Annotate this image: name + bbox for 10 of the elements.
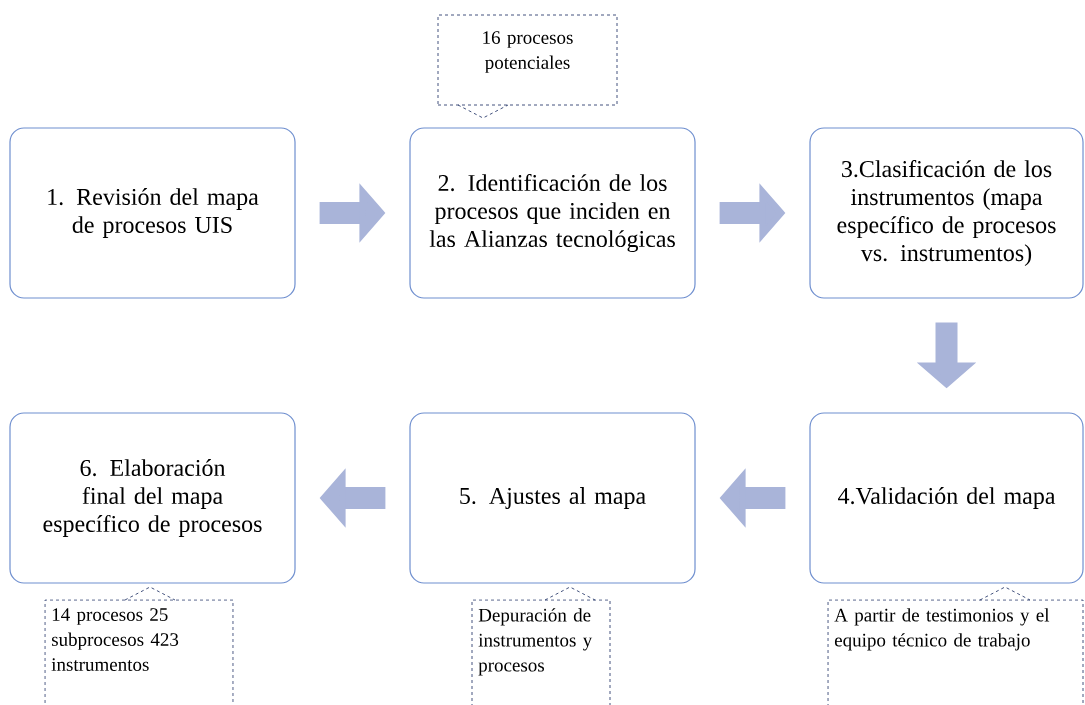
process-box: 1. Revisión del mapa de procesos UIS (9, 127, 296, 299)
process-box: 2. Identificación de los procesos que inciden en las Alianzas tecnológicas (409, 127, 696, 299)
process-box: 5. Ajustes al mapa (409, 412, 696, 584)
process-box: 3.Clasificación de los instrumentos (mapa específico de procesos vs. instrumentos) (809, 127, 1084, 299)
callout-box: 14 procesos 25 subprocesos 423 instrumentos (44, 586, 234, 705)
process-box: 4.Validación del mapa (809, 412, 1084, 584)
callout-box: Depuración de instrumentos y procesos (471, 586, 611, 705)
callout-box: A partir de testimonios y el equipo técnico de trabajo (827, 586, 1084, 705)
process-box: 6. Elaboración final del mapa específico de procesos (9, 412, 296, 584)
callout-box: 16 procesos potenciales (437, 14, 618, 119)
